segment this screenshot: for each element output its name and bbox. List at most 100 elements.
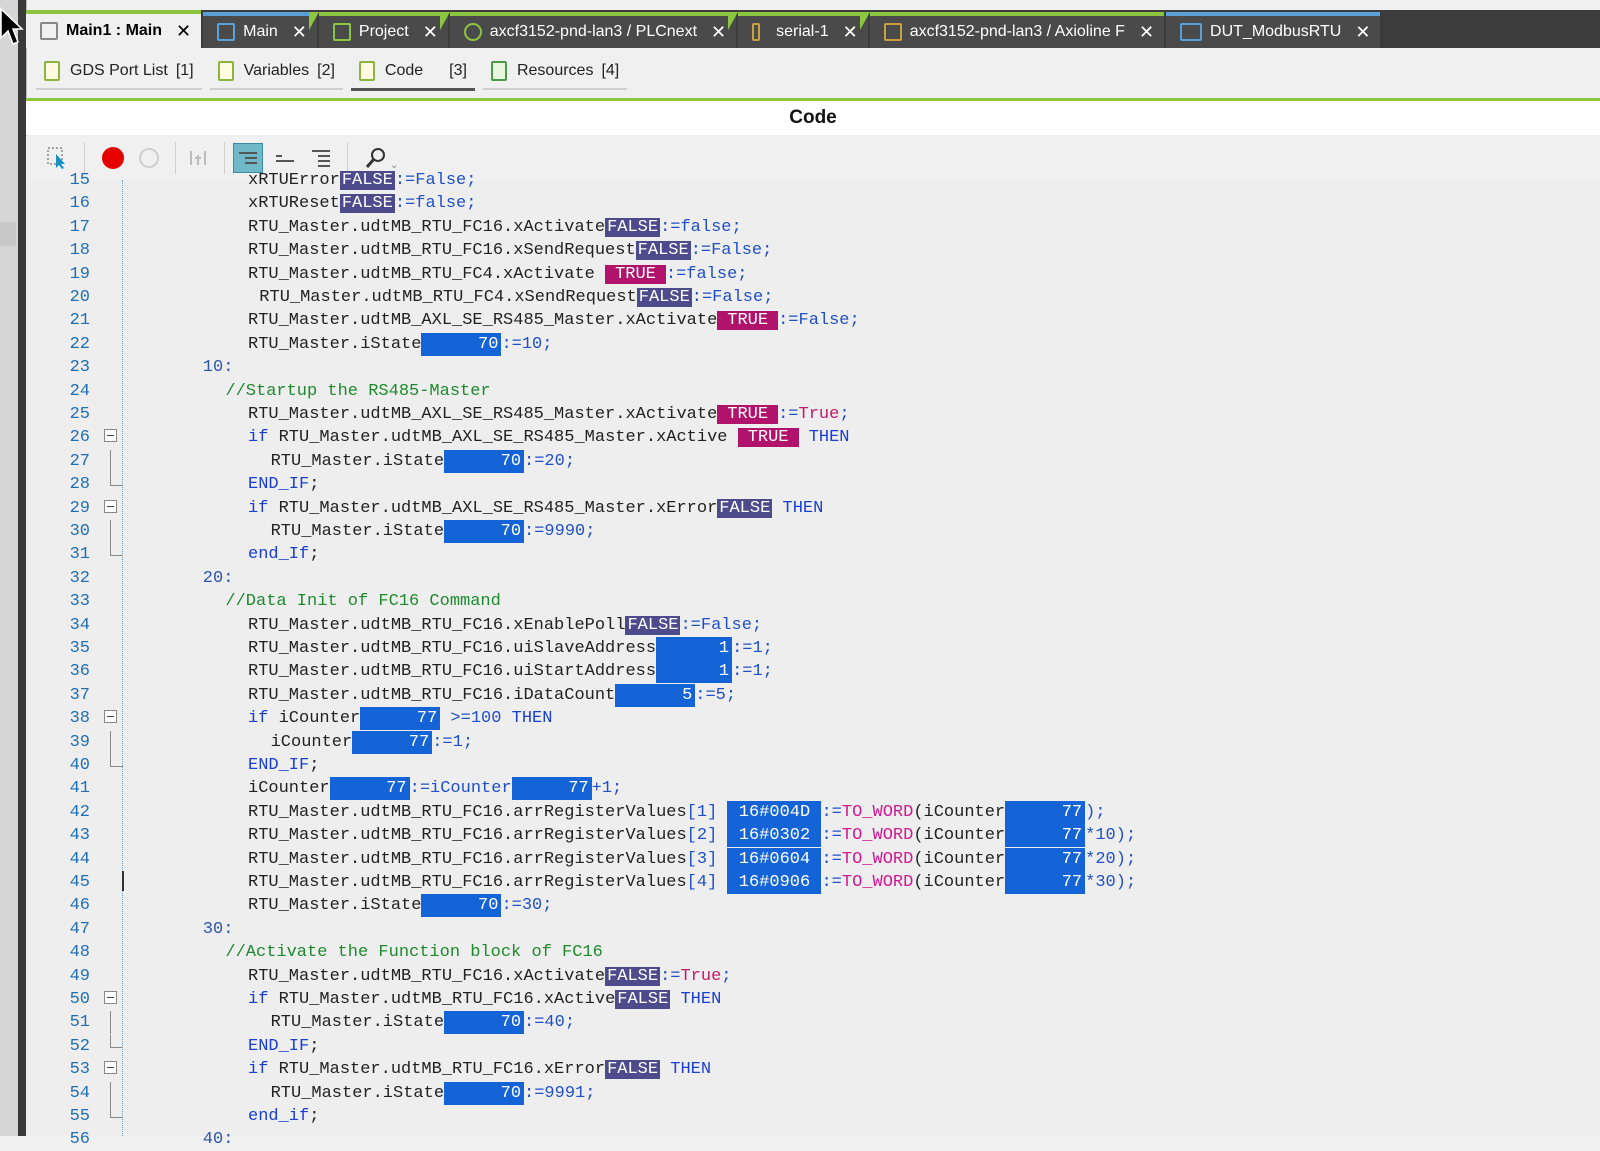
tab-main1-main[interactable]: Main1 : Main ✕	[26, 10, 202, 48]
close-icon[interactable]: ✕	[422, 21, 438, 42]
fold-collapse-icon[interactable]	[104, 710, 117, 724]
code-text[interactable]: 30:	[203, 918, 234, 941]
subtab-variables[interactable]: Variables [2]	[209, 54, 343, 90]
tab-axioline[interactable]: axcf3152-pnd-lan3 / Axioline F ✕	[859, 12, 1165, 48]
step-icon[interactable]	[184, 144, 212, 172]
code-text[interactable]: 40:	[203, 1128, 234, 1151]
code-text[interactable]: end_if;	[248, 1105, 319, 1128]
code-text[interactable]: if RTU_Master.udtMB_AXL_SE_RS485_Master.…	[248, 497, 823, 520]
search-icon[interactable]	[362, 144, 390, 172]
close-icon[interactable]: ✕	[1355, 21, 1371, 42]
left-panel-selection[interactable]	[0, 222, 16, 246]
breakpoint-empty-icon[interactable]	[135, 144, 163, 172]
tab-dut-modbusrtu[interactable]: DUT_ModbusRTU ✕	[1166, 12, 1381, 48]
code-text[interactable]: RTU_Master.udtMB_RTU_FC16.arrRegisterVal…	[248, 871, 1136, 894]
code-text[interactable]: RTU_Master.udtMB_RTU_FC16.arrRegisterVal…	[248, 800, 1106, 824]
code-text[interactable]: END_IF;	[248, 473, 319, 496]
fold-collapse-icon[interactable]	[104, 1061, 117, 1075]
chevron-down-icon[interactable]: ⌄	[390, 159, 399, 171]
code-text[interactable]: 20:	[203, 567, 234, 590]
code-text[interactable]: RTU_Master.udtMB_AXL_SE_RS485_Master.xAc…	[248, 309, 860, 332]
close-icon[interactable]: ✕	[842, 21, 858, 42]
outline-view-icon[interactable]	[233, 143, 263, 173]
subtab-gds-port-list[interactable]: GDS Port List [1]	[36, 54, 202, 90]
subtab-resources[interactable]: Resources [4]	[482, 54, 628, 90]
code-text[interactable]: RTU_Master.udtMB_RTU_FC16.uiStartAddress…	[248, 660, 773, 684]
close-icon[interactable]: ✕	[1138, 21, 1155, 42]
tab-serial-1[interactable]: serial-1 ✕	[728, 12, 868, 48]
code-line[interactable]: 48//Activate the Function block of FC16	[26, 941, 1566, 964]
fold-collapse-icon[interactable]	[104, 499, 117, 513]
code-text[interactable]: RTU_Master.udtMB_RTU_FC16.arrRegisterVal…	[248, 847, 1136, 871]
tab-project[interactable]: Project ✕	[308, 12, 448, 48]
code-text[interactable]: RTU_Master.udtMB_AXL_SE_RS485_Master.xAc…	[248, 403, 850, 426]
select-cursor-icon[interactable]	[44, 144, 72, 172]
code-text[interactable]: //Activate the Function block of FC16	[225, 941, 602, 964]
collapse-icon[interactable]	[271, 144, 299, 172]
code-text[interactable]: RTU_Master.udtMB_RTU_FC4.xActivate TRUE:…	[248, 263, 748, 286]
code-text[interactable]: //Startup the RS485-Master	[225, 380, 490, 403]
code-text[interactable]: 10:	[203, 356, 234, 379]
tab-plcnext[interactable]: axcf3152-pnd-lan3 / PLCnext ✕	[439, 12, 737, 48]
code-text[interactable]: end_If;	[248, 543, 319, 566]
code-line[interactable]: 24//Startup the RS485-Master	[26, 380, 1566, 403]
panel-splitter[interactable]	[18, 0, 26, 1136]
code-text[interactable]: END_IF;	[248, 754, 319, 777]
code-text[interactable]: RTU_Master.udtMB_RTU_FC16.uiSlaveAddress…	[248, 637, 773, 660]
fold-collapse-icon[interactable]	[104, 429, 117, 443]
code-text[interactable]: RTU_Master.udtMB_RTU_FC16.arrRegisterVal…	[248, 824, 1136, 848]
expand-icon[interactable]	[307, 144, 335, 172]
code-line[interactable]: 33//Data Init of FC16 Command	[26, 590, 1566, 613]
